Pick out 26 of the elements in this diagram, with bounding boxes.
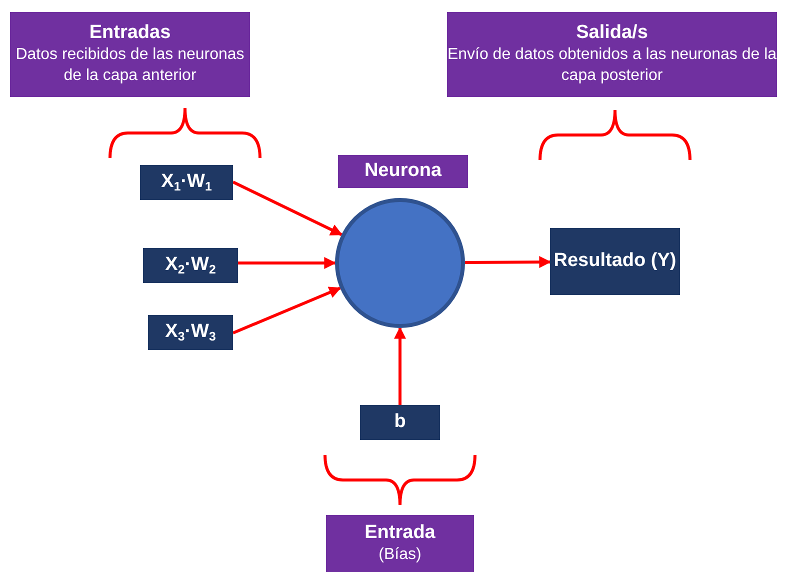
node-label: X$_{3}$·W$_{3}$ [165,320,216,345]
output-description-panel [447,12,777,97]
arrow [238,257,336,269]
arrow [464,256,552,268]
heading-text: Entradas [89,22,171,46]
neuron-label-box [338,155,468,188]
weighted-input-box [140,165,233,200]
node-label: b [394,410,406,434]
heading-text: Entrada [364,522,436,544]
input-description-panel [10,12,250,97]
description-text: Datos recibidos de las neuronas de la capa anterior [14,45,246,86]
node-label: X$_{2}$·W$_{2}$ [165,253,216,278]
weighted-input-box [148,315,233,350]
arrow [232,180,343,236]
description-text: Envío de datos obtenidos a las neuronas de la capa posterior [447,45,777,86]
bias-description-panel [326,515,474,572]
arrow [232,286,342,334]
node-label: Resultado (Y) [554,249,676,274]
heading-text: Salida/s [576,22,648,46]
arrow [394,326,406,405]
node-label: Neurona [364,159,442,184]
bias-box [360,405,440,440]
description-text: (Bías) [378,544,422,564]
output-box [550,228,680,295]
node-label: X$_{1}$·W$_{1}$ [161,170,212,195]
weighted-input-box [143,248,238,283]
